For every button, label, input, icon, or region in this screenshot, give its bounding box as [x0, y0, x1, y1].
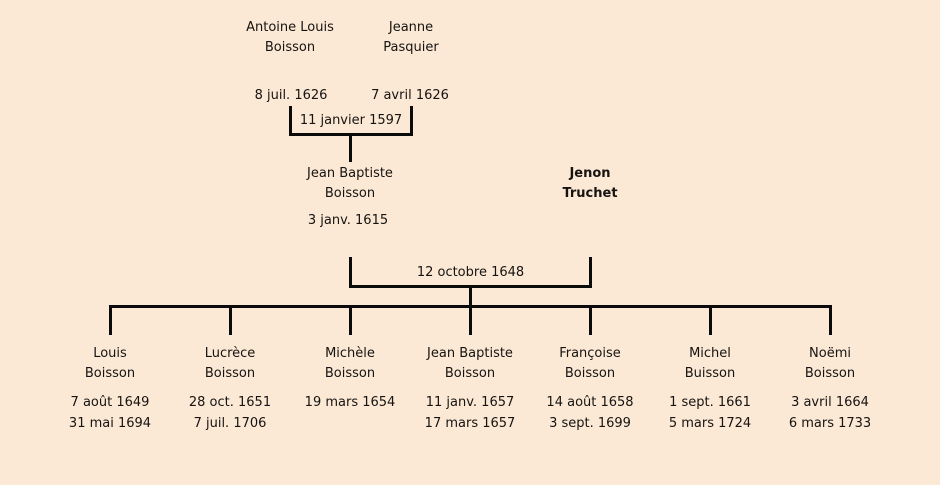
person-first-name: Noëmi [809, 346, 851, 361]
person-surname: Buisson [684, 366, 736, 381]
person-node-antoine-louis-boisson[interactable]: Antoine Louis Boisson [220, 18, 360, 58]
person-surname: Boisson [444, 366, 496, 381]
children-rail-line [109, 305, 832, 308]
connector-marriage2-descent-line [469, 288, 472, 308]
person-node-jean-baptiste-boisson-jr[interactable]: Jean Baptiste Boisson 11 janv. 1657 17 m… [410, 344, 530, 434]
person-first-name: Jeanne [388, 20, 434, 35]
person-first-name: Lucrèce [204, 346, 256, 361]
person-first-name: Antoine Louis [246, 20, 334, 35]
person-node-jeanne-pasquier[interactable]: Jeanne Pasquier [341, 18, 481, 58]
death-date-label: 31 mai 1694 [68, 416, 152, 431]
person-first-name: Jenon [569, 166, 611, 181]
birth-date-label: 7 avril 1626 [371, 88, 449, 103]
birth-date-label: 3 janv. 1615 [307, 213, 389, 228]
death-date-label: 5 mars 1724 [668, 416, 752, 431]
person-node-jean-baptiste-boisson[interactable]: Jean Baptiste Boisson [280, 164, 420, 204]
birth-date-label: 1 sept. 1661 [669, 395, 751, 410]
person-surname: Boisson [204, 366, 256, 381]
death-date-label: 3 sept. 1699 [549, 416, 631, 431]
birth-date-label: 7 août 1649 [70, 395, 150, 410]
person-surname: Boisson [324, 186, 376, 201]
marriage-date-label: 12 octobre 1648 [416, 265, 525, 280]
connector-child-drop-line [229, 308, 232, 335]
connector-father1-drop-line [289, 106, 292, 136]
birth-date-label: 8 juil. 1626 [254, 88, 328, 103]
connector-marriage1-descent-line [349, 136, 352, 162]
person-node-lucrece-boisson[interactable]: Lucrèce Boisson 28 oct. 1651 7 juil. 170… [170, 344, 290, 434]
connector-mother1-drop-line [410, 106, 413, 136]
marriage1-bracket-line [289, 133, 413, 136]
person-surname: Boisson [324, 366, 376, 381]
death-date-label: 7 juil. 1706 [193, 416, 267, 431]
person-surname: Boisson [804, 366, 856, 381]
person-node-michele-boisson[interactable]: Michèle Boisson 19 mars 1654 [290, 344, 410, 413]
connector-child-drop-line [829, 308, 832, 335]
person-surname: Boisson [564, 366, 616, 381]
person-surname: Boisson [84, 366, 136, 381]
marriage-date-label: 11 janvier 1597 [299, 113, 403, 128]
person-first-name: Jean Baptiste [307, 166, 393, 181]
birth-date-label: 11 janv. 1657 [425, 395, 515, 410]
person-surname: Boisson [264, 40, 316, 55]
person-node-jenon-truchet[interactable]: Jenon Truchet [520, 164, 660, 204]
connector-father2-drop-line [349, 257, 352, 288]
birth-date-label: 14 août 1658 [546, 395, 634, 410]
person-node-francoise-boisson[interactable]: Françoise Boisson 14 août 1658 3 sept. 1… [530, 344, 650, 434]
person-first-name: Michèle [325, 346, 375, 361]
connector-child-drop-line [589, 308, 592, 335]
connector-child-drop-line [469, 308, 472, 335]
birth-date-label: 28 oct. 1651 [188, 395, 272, 410]
connector-child-drop-line [109, 308, 112, 335]
person-surname: Truchet [562, 186, 618, 201]
death-date-label: 17 mars 1657 [424, 416, 516, 431]
person-first-name: Michel [689, 346, 731, 361]
connector-child-drop-line [349, 308, 352, 335]
birth-date-label: 19 mars 1654 [304, 395, 396, 410]
death-date-label: 6 mars 1733 [788, 416, 872, 431]
person-first-name: Jean Baptiste [427, 346, 513, 361]
marriage2-bracket-line [349, 285, 592, 288]
connector-child-drop-line [709, 308, 712, 335]
person-surname: Pasquier [383, 40, 439, 55]
person-first-name: Françoise [559, 346, 621, 361]
person-node-noemi-boisson[interactable]: Noëmi Boisson 3 avril 1664 6 mars 1733 [770, 344, 890, 434]
person-node-louis-boisson[interactable]: Louis Boisson 7 août 1649 31 mai 1694 [50, 344, 170, 434]
birth-date-label: 3 avril 1664 [791, 395, 869, 410]
connector-mother2-drop-line [589, 257, 592, 288]
person-first-name: Louis [93, 346, 127, 361]
person-node-michel-buisson[interactable]: Michel Buisson 1 sept. 1661 5 mars 1724 [650, 344, 770, 434]
